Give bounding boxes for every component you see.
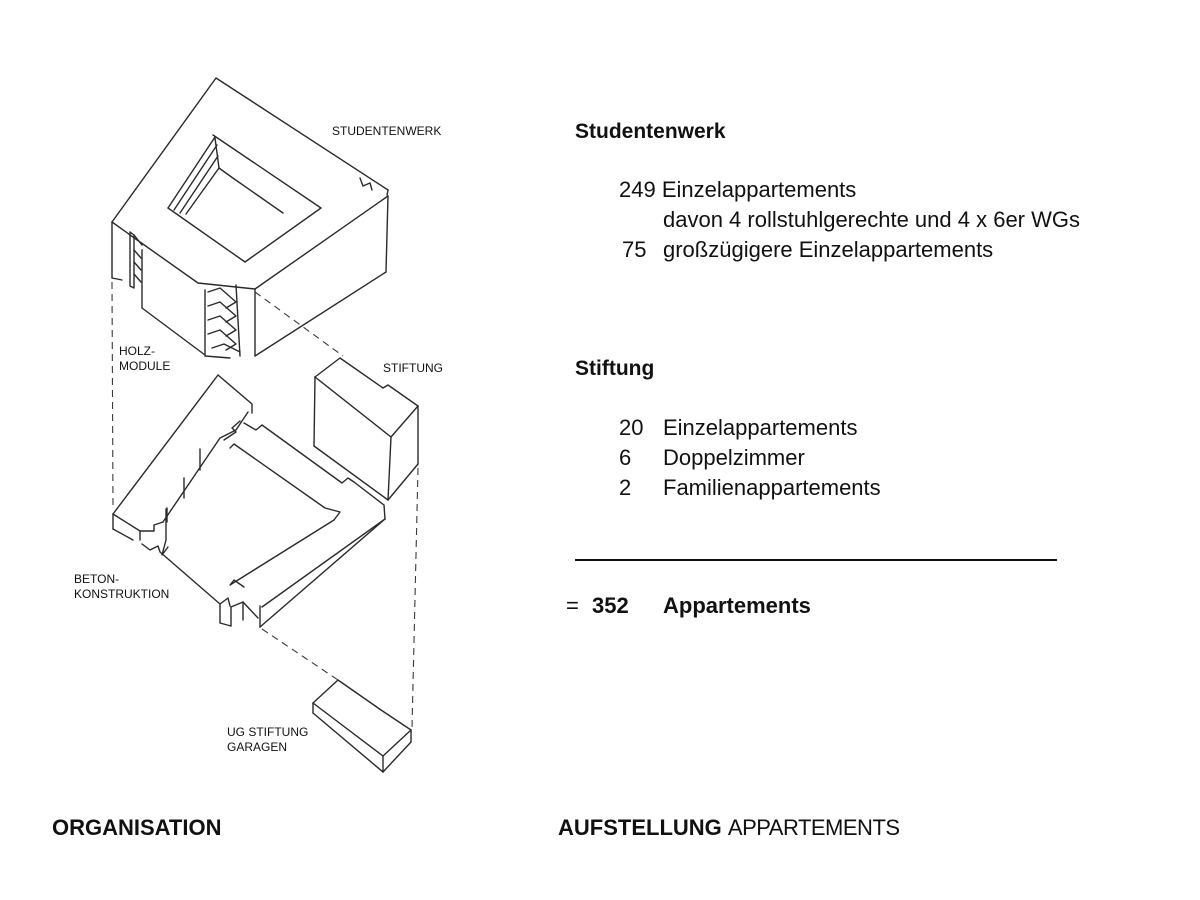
label-beton-konstruktion: BETON- KONSTRUKTION (74, 572, 169, 602)
label-stiftung: STIFTUNG (383, 361, 443, 375)
studentenwerk-block (111, 77, 389, 359)
label-beton-line1: BETON- (74, 572, 120, 586)
equals-sign: = (566, 593, 579, 618)
item-label: Familienappartements (663, 475, 881, 500)
count: 20 (619, 415, 644, 440)
label-ug-line1: UG STIFTUNG (227, 725, 309, 739)
footer-aufstellung: AUFSTELLUNG APPARTEMENTS (558, 815, 900, 841)
heading-studentenwerk: Studentenwerk (575, 120, 726, 143)
list-item-note: davon 4 rollstuhlgerechte und 4 x 6er WG… (663, 207, 1081, 232)
label-beton-line2: KONSTRUKTION (74, 587, 170, 601)
organisation-title: ORGANISATION (52, 815, 222, 840)
count: 2 (619, 475, 632, 500)
beton-block (112, 374, 386, 628)
item-label: großzügigere Einzelappartements (663, 237, 994, 262)
total-count: 352 (592, 593, 629, 618)
sum-divider (575, 559, 1057, 561)
aufstellung-title-bold: AUFSTELLUNG (558, 815, 722, 840)
item-label: Einzelappartements (661, 177, 857, 202)
count: 75 (622, 237, 647, 262)
list-item: 249 Einzelappartements (619, 177, 856, 203)
label-ug-garagen: UG STIFTUNG GARAGEN (227, 725, 308, 755)
stiftung-block (313, 357, 419, 501)
total-label: Appartements (663, 593, 811, 618)
count: 6 (619, 445, 632, 470)
label-holz-line1: HOLZ- (119, 344, 155, 358)
label-studentenwerk: STUDENTENWERK (332, 124, 442, 138)
aufstellung-title-light: APPARTEMENTS (727, 815, 900, 840)
count: 249 (619, 177, 656, 202)
label-holz-module: HOLZ- MODULE (119, 344, 170, 374)
label-holz-line2: MODULE (119, 359, 171, 373)
label-ug-line2: GARAGEN (227, 740, 288, 754)
garagen-block (312, 679, 412, 773)
connection-lines (111, 281, 419, 729)
item-label: Doppelzimmer (663, 445, 805, 470)
item-label: Einzelappartements (663, 415, 858, 440)
heading-stiftung: Stiftung (575, 357, 655, 380)
footer-organisation: ORGANISATION (52, 815, 221, 841)
